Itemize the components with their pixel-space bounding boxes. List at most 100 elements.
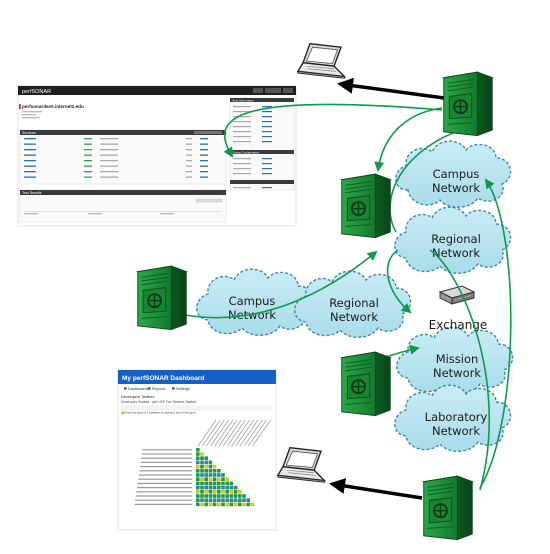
service-row-cell [24, 154, 36, 156]
grid-cell [208, 490, 213, 494]
grid-cell [238, 494, 242, 498]
grid-cell [212, 473, 217, 477]
grid-cell [217, 477, 221, 481]
grid-cell [246, 498, 250, 502]
service-row-cell [186, 165, 192, 167]
dashboard-warning: Found a total of 1 problem involving 1 h… [125, 411, 196, 415]
grid-cell [221, 498, 225, 502]
info-row-cell [233, 121, 251, 123]
grid-cell [196, 456, 200, 460]
grid-cell [200, 494, 204, 498]
service-row-cell [84, 176, 92, 178]
arrow-top-server-to-laptop [337, 77, 445, 100]
grid-cell [246, 502, 250, 507]
grid-cell [212, 469, 217, 473]
toolkit-services-table: Services [19, 129, 227, 185]
grid-cell [204, 481, 208, 486]
service-row-cell [100, 160, 118, 162]
grid-cell [221, 490, 225, 494]
grid-cell [196, 460, 200, 465]
grid-cell [225, 481, 229, 486]
toolkit-global-config-header: Global Configuration [232, 150, 260, 154]
network-switch-icon [438, 285, 476, 305]
grid-cell [221, 502, 225, 507]
service-row-cell [200, 176, 208, 178]
server-icon [340, 351, 392, 417]
grid-cell [221, 477, 225, 481]
grid-cell [225, 485, 229, 490]
grid-cell [208, 498, 213, 502]
grid-cell [200, 464, 204, 469]
grid-cell [217, 502, 221, 507]
grid-cell [212, 494, 217, 498]
grid-cell [204, 460, 208, 465]
grid-cell [217, 494, 221, 498]
laptop-icon [297, 43, 346, 79]
service-row-cell [24, 138, 36, 140]
grid-cell [221, 473, 225, 477]
service-row-cell [84, 149, 92, 151]
service-row-cell [186, 138, 192, 140]
grid-cell [204, 498, 208, 502]
dashboard-nav-item[interactable]: Dashboards [128, 387, 149, 391]
grid-cell [200, 469, 204, 473]
toolkit-test-results-header: Test Results [22, 191, 42, 195]
grid-cell [208, 502, 213, 507]
grid-cell [208, 469, 213, 473]
toolkit-config-button[interactable] [265, 88, 281, 93]
grid-cell [200, 460, 204, 465]
toolkit-brand: perfSONAR [22, 89, 51, 95]
arrow-regional-to-exchange [386, 249, 412, 314]
grid-cell [225, 498, 229, 502]
service-row-cell [186, 176, 192, 178]
service-row-cell [200, 171, 208, 173]
grid-cell [204, 485, 208, 490]
grid-cell [233, 490, 238, 494]
service-row-cell [24, 143, 36, 145]
grid-cell [212, 481, 217, 486]
service-row-cell [84, 138, 92, 140]
grid-cell [196, 452, 200, 456]
info-row-cell [262, 116, 272, 118]
grid-cell [200, 477, 204, 481]
service-row-cell [84, 171, 92, 173]
dashboard-nav-item[interactable]: Settings [176, 387, 190, 391]
grid-cell [200, 452, 204, 456]
server-icon [340, 173, 392, 239]
info-row-cell [262, 121, 272, 123]
grid-cell [217, 498, 221, 502]
dashboard-title: My perfSONAR Dashboard [122, 375, 204, 382]
laptop-icon [277, 447, 326, 483]
grid-cell [204, 473, 208, 477]
measurement-paths [179, 103, 512, 491]
toolkit-help-button[interactable] [283, 88, 293, 93]
grid-cell [242, 502, 246, 507]
dashboard-grid-title: Developers Testbed - perf UDP Two Stream… [121, 400, 197, 404]
grid-cell [217, 473, 221, 477]
dashboard-nav-item[interactable]: Reports [152, 387, 165, 391]
toolkit-login-button[interactable] [253, 88, 263, 93]
grid-cell [208, 464, 213, 469]
grid-cell [217, 485, 221, 490]
grid-cell [208, 494, 213, 498]
service-row-cell [84, 143, 92, 145]
grid-cell [250, 502, 255, 507]
grid-cell [229, 490, 234, 494]
grid-cell [196, 473, 200, 477]
service-row-cell [200, 143, 208, 145]
service-row-cell [24, 165, 36, 167]
grid-cell [212, 464, 217, 469]
service-row-cell [100, 138, 118, 140]
service-row-cell [24, 149, 36, 151]
grid-cell [208, 481, 213, 486]
info-row-cell [262, 187, 272, 189]
info-row-cell [233, 141, 251, 143]
grid-cell [208, 485, 213, 490]
